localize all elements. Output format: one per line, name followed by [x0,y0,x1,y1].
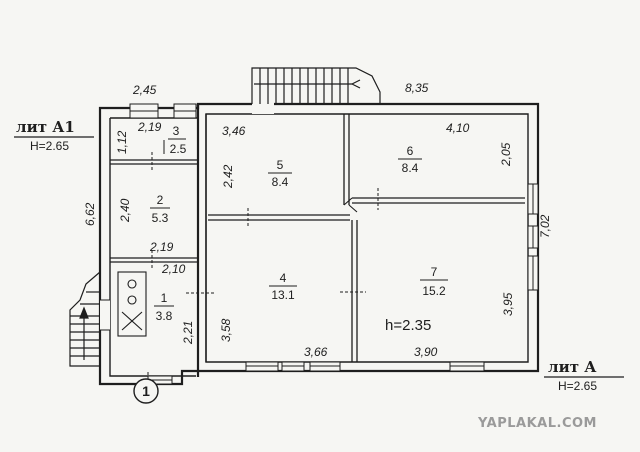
room-4-number: 4 [280,271,287,285]
main-title: лит А [548,358,597,376]
room-4-area: 13.1 [271,288,295,302]
entrance-marker-number: 1 [142,383,150,399]
room-6-area: 8.4 [402,161,419,175]
annex-height: H=2.65 [30,139,69,153]
stair-top [251,67,381,104]
dim-room6-width: 4,10 [446,121,470,135]
room-2-number: 2 [157,193,164,207]
entrance-marker: 1 [133,378,159,404]
room-1-area: 3.8 [156,309,173,323]
room-7-area: 15.2 [422,284,446,298]
dim-room7-width: 3,90 [414,345,438,359]
dim-room7-height: 3,95 [501,292,515,316]
annex-label: лит А1 H=2.65 [14,118,94,153]
dim-top-main: 8,35 [405,81,429,95]
dim-room5-width: 3,46 [222,124,246,138]
dim-room2-height: 2,40 [118,198,132,223]
dim-room1-width: 2,10 [161,262,186,276]
ceiling-height-note: h=2.35 [385,317,431,334]
dim-room2-width: 2,19 [149,240,174,254]
stair-left [69,271,101,367]
dim-room4-height: 3,58 [219,318,233,342]
dimensions: 2,45 8,35 6,62 7,02 2,19 1,12 2,40 2,19 … [83,81,552,359]
room-5-area: 8.4 [272,175,289,189]
dim-room6-height: 2,05 [499,142,513,167]
room-6-number: 6 [407,144,414,158]
openings [100,100,539,385]
room-7-number: 7 [431,265,438,279]
dim-room1-height: 2,21 [181,321,195,345]
main-height: H=2.65 [558,379,597,393]
dim-room5-height: 2,42 [221,164,235,189]
dim-room3-width: 2,19 [137,120,162,134]
dim-right-main: 7,02 [538,214,552,238]
room-5-number: 5 [277,158,284,172]
dim-room3-height: 1,12 [115,130,129,154]
room-3-area: 2.5 [170,142,187,156]
dim-room4-width: 3,66 [304,345,328,359]
main-label: лит А H=2.65 [544,358,624,393]
watermark: YAPLAKAL.COM [477,416,597,431]
room-2-area: 5.3 [152,211,169,225]
dim-left-annex: 6,62 [83,202,97,226]
stove-fixture [117,271,147,337]
annex-title: лит А1 [16,118,75,136]
room-1-number: 1 [161,291,168,305]
room-3-number: 3 [173,124,180,138]
room-labels: 3 2.5 2 5.3 1 3.8 5 8.4 6 8.4 4 13.1 7 1… [150,124,448,323]
dim-top-annex: 2,45 [132,83,157,97]
walls [98,102,540,386]
